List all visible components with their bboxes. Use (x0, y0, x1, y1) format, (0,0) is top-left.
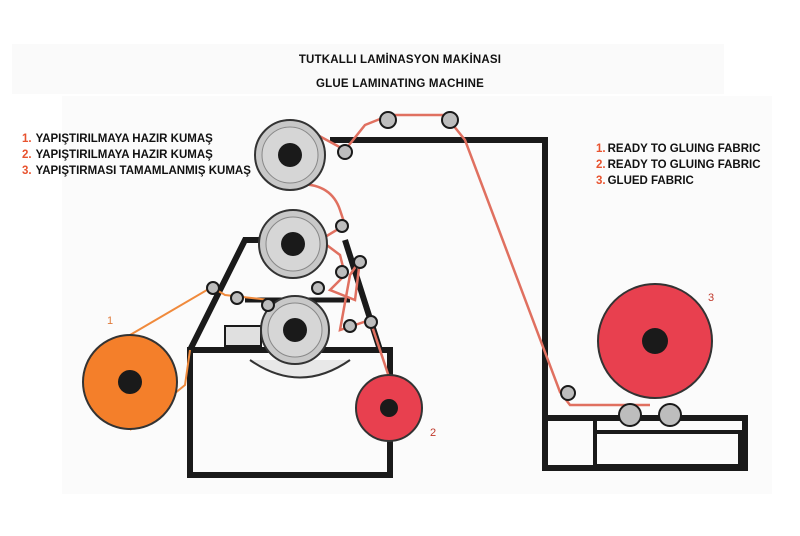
roll-1-label: 1 (107, 315, 114, 327)
legend-tr-text: YAPIŞTIRILMAYA HAZIR KUMAŞ (35, 149, 213, 161)
drive-motor (224, 325, 262, 347)
legend-en-num: 2. (596, 159, 606, 171)
title-en: GLUE LAMINATING MACHINE (316, 78, 484, 90)
cradle (249, 359, 351, 379)
legend-en-num: 1. (596, 143, 606, 155)
guide-rollers (206, 111, 682, 427)
title-tr: TUTKALLI LAMİNASYON MAKİNASI (298, 54, 502, 66)
legend-en-text: READY TO GLUING FABRIC (607, 159, 761, 171)
legend-tr-text: YAPIŞTIRILMAYA HAZIR KUMAŞ (35, 133, 213, 145)
legend-tr-item: 3.YAPIŞTIRMASI TAMAMLANMIŞ KUMAŞ (22, 163, 251, 179)
roll-3 (597, 283, 713, 399)
roll-1 (82, 334, 178, 430)
legend-en-num: 3. (596, 175, 606, 187)
roll-2-label: 2 (430, 427, 437, 439)
legend-tr-num: 1. (22, 133, 32, 145)
legend-tr: 1.YAPIŞTIRILMAYA HAZIR KUMAŞ 2.YAPIŞTIRI… (22, 131, 251, 179)
legend-tr-num: 3. (22, 165, 32, 177)
background-panel-top (12, 44, 724, 94)
legend-en-item: 3.GLUED FABRIC (596, 173, 761, 189)
legend-tr-text: YAPIŞTIRMASI TAMAMLANMIŞ KUMAŞ (35, 165, 251, 177)
cylinder-middle (258, 209, 328, 279)
roll-3-label: 3 (708, 292, 715, 304)
legend-en: 1.READY TO GLUING FABRIC 2.READY TO GLUI… (596, 141, 761, 189)
cylinder-top (254, 119, 326, 191)
legend-en-item: 2.READY TO GLUING FABRIC (596, 157, 761, 173)
legend-tr-item: 1.YAPIŞTIRILMAYA HAZIR KUMAŞ (22, 131, 251, 147)
legend-en-text: READY TO GLUING FABRIC (607, 143, 761, 155)
legend-en-text: GLUED FABRIC (607, 175, 694, 187)
roll-2 (355, 374, 423, 442)
legend-tr-num: 2. (22, 149, 32, 161)
legend-tr-item: 2.YAPIŞTIRILMAYA HAZIR KUMAŞ (22, 147, 251, 163)
legend-en-item: 1.READY TO GLUING FABRIC (596, 141, 761, 157)
cylinder-bottom (260, 295, 330, 365)
top-beam (330, 137, 548, 418)
